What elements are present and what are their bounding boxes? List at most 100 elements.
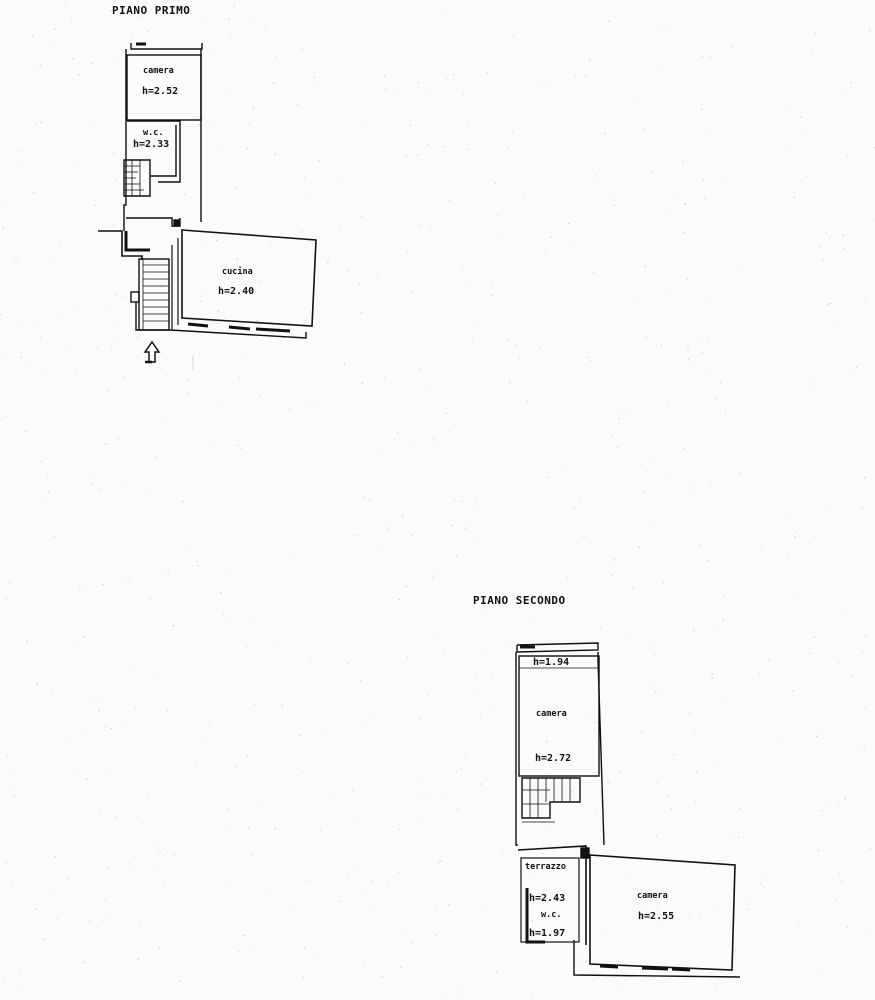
room-label-camera: camera — [143, 66, 174, 76]
speckle-dot — [814, 32, 816, 35]
speckle-dot — [73, 162, 75, 164]
speckle-dot — [72, 68, 73, 69]
speckle-dot — [32, 34, 34, 37]
speckle-dot — [704, 131, 706, 133]
speckle-dot — [25, 430, 27, 432]
speckle-dot — [715, 766, 717, 768]
speckle-dot — [274, 57, 277, 59]
speckle-dot — [400, 966, 402, 968]
speckle-dot — [577, 869, 579, 871]
speckle-dot — [724, 412, 727, 414]
speckle-dot — [697, 287, 699, 289]
speckle-dot — [114, 199, 116, 201]
speckle-dot — [827, 902, 829, 904]
speckle-dot — [655, 834, 658, 836]
speckle-dot — [608, 781, 611, 783]
speckle-dot — [795, 530, 797, 532]
speckle-dot — [91, 62, 94, 65]
speckle-dot — [742, 265, 743, 267]
speckle-dot — [736, 58, 738, 59]
speckle-dot — [352, 789, 354, 791]
speckle-dot — [533, 383, 535, 385]
speckle-dot — [596, 175, 598, 177]
speckle-dot — [162, 855, 164, 857]
speckle-dot — [303, 947, 306, 950]
speckle-dot — [417, 819, 419, 821]
speckle-dot — [112, 224, 114, 226]
speckle-dot — [263, 585, 265, 586]
speckle-dot — [529, 888, 531, 890]
speckle-dot — [716, 986, 718, 988]
speckle-dot — [335, 936, 337, 938]
speckle-dot — [479, 783, 482, 785]
speckle-dot — [252, 106, 255, 109]
speckle-dot — [659, 24, 661, 26]
speckle-dot — [711, 672, 713, 675]
speckle-dot — [729, 181, 731, 182]
speckle-dot — [518, 357, 521, 359]
speckle-dot — [113, 152, 115, 154]
speckle-dot — [642, 487, 644, 489]
speckle-dot — [434, 442, 436, 444]
speckle-dot — [386, 528, 388, 530]
speckle-dot — [673, 634, 675, 636]
speckle-dot — [587, 280, 589, 282]
speckle-dot — [45, 880, 46, 882]
speckle-dot — [288, 27, 290, 28]
speckle-dot — [364, 893, 366, 895]
speckle-dot — [661, 95, 663, 97]
room-label-terrazzo: terrazzo — [525, 862, 566, 872]
speckle-dot — [747, 898, 749, 901]
speckle-dot — [670, 808, 672, 810]
speckle-dot — [197, 564, 199, 567]
speckle-dot — [91, 15, 92, 17]
speckle-dot — [421, 8, 423, 10]
speckle-dot — [255, 804, 257, 806]
speckle-dot — [5, 598, 7, 600]
speckle-dot — [31, 638, 32, 640]
speckle-dot — [632, 587, 635, 590]
speckle-dot — [406, 250, 408, 252]
speckle-dot — [758, 673, 761, 675]
speckle-dot — [445, 11, 447, 13]
speckle-dot — [433, 418, 435, 420]
speckle-dot — [6, 755, 8, 757]
speckle-dot — [621, 62, 623, 64]
speckle-dot — [709, 56, 711, 58]
speckle-dot — [754, 87, 755, 89]
speckle-dot — [773, 470, 775, 472]
speckle-dot — [93, 124, 95, 126]
speckle-dot — [343, 569, 345, 570]
speckle-dot — [645, 337, 648, 339]
speckle-dot — [94, 204, 96, 207]
speckle-dot — [705, 767, 707, 769]
speckle-dot — [274, 827, 277, 830]
speckle-dot — [584, 712, 586, 714]
speckle-dot — [821, 258, 824, 261]
speckle-dot — [186, 378, 189, 381]
speckle-dot — [339, 6, 341, 8]
speckle-dot — [97, 346, 99, 349]
speckle-dot — [647, 265, 648, 266]
speckle-dot — [339, 183, 342, 185]
speckle-dot — [111, 349, 113, 351]
speckle-dot — [628, 427, 630, 429]
speckle-dot — [166, 709, 169, 711]
speckle-dot — [26, 640, 28, 643]
speckle-dot — [453, 423, 455, 425]
speckle-dot — [642, 128, 644, 130]
speckle-dot — [393, 438, 395, 440]
speckle-dot — [328, 256, 330, 257]
speckle-dot — [847, 155, 849, 157]
speckle-dot — [541, 852, 544, 855]
speckle-dot — [339, 226, 341, 228]
speckle-dot — [217, 310, 220, 313]
speckle-dot — [384, 74, 386, 77]
speckle-dot — [212, 50, 214, 52]
speckle-dot — [14, 785, 16, 787]
speckle-dot — [850, 441, 852, 443]
speckle-dot — [262, 724, 264, 726]
speckle-dot — [250, 161, 251, 162]
speckle-dot — [651, 684, 652, 686]
speckle-dot — [95, 926, 97, 928]
